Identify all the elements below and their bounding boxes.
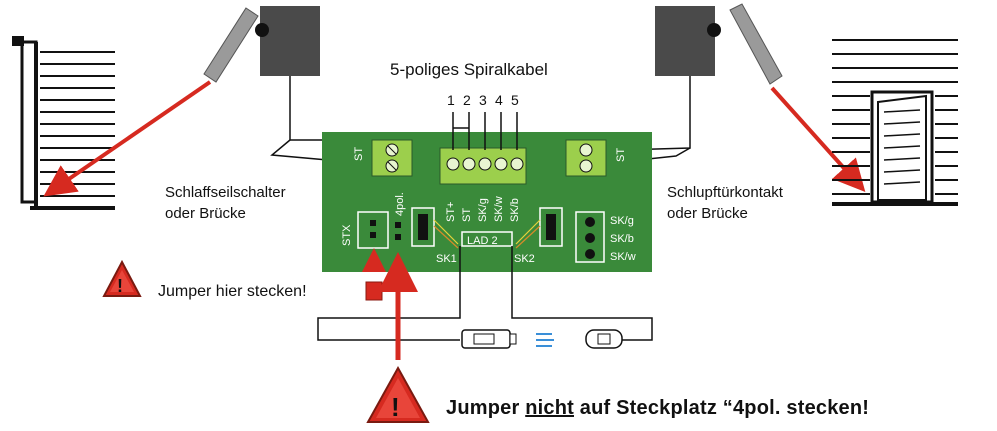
pin-label: 3 bbox=[479, 92, 487, 108]
left-terminal: ST bbox=[353, 139, 413, 177]
right-sk-block: SK/g SK/b SK/w bbox=[575, 211, 636, 263]
sk1-label: SK1 bbox=[436, 253, 457, 265]
pin-label: 1 bbox=[447, 92, 455, 108]
jumper-not-post: auf Steckplatz “4pol. stecken! bbox=[573, 397, 870, 419]
svg-text:!: ! bbox=[391, 392, 400, 422]
svg-text:SK/b: SK/b bbox=[610, 233, 634, 245]
svg-text:SK/b: SK/b bbox=[509, 198, 521, 222]
left-terminal-label: ST bbox=[353, 147, 365, 161]
light-barrier-receiver bbox=[585, 329, 623, 349]
right-terminal-label: ST bbox=[615, 148, 627, 162]
svg-text:!: ! bbox=[117, 276, 123, 296]
cable-title: 5-poliges Spiralkabel bbox=[390, 60, 548, 79]
svg-text:ST+: ST+ bbox=[445, 202, 457, 222]
stx-connector: STX bbox=[341, 211, 389, 249]
left-rolling-gate bbox=[12, 36, 115, 210]
left-switch-line2: oder Brücke bbox=[165, 205, 246, 222]
left-switch-line1: Schlaffseilschalter bbox=[165, 184, 286, 201]
warning-icon-small: ! bbox=[102, 259, 142, 297]
pin-label: 5 bbox=[511, 92, 519, 108]
left-switch-label: Schlaffseilschalter oder Brücke bbox=[165, 182, 286, 224]
spiral-cable-wires bbox=[452, 112, 518, 150]
center-terminal bbox=[439, 147, 527, 185]
light-barrier-cable bbox=[317, 246, 653, 341]
fourpol-slot: 4pol. bbox=[394, 192, 406, 240]
jumper-not-pre: Jumper bbox=[446, 397, 526, 419]
connector-labels: ST+ ST SK/g SK/w SK/b bbox=[445, 196, 521, 222]
right-terminal: ST bbox=[565, 139, 627, 177]
sk2-label: SK2 bbox=[514, 253, 535, 265]
right-switch-line2: oder Brücke bbox=[667, 205, 748, 222]
svg-text:SK/g: SK/g bbox=[477, 198, 489, 222]
svg-text:SK/w: SK/w bbox=[493, 196, 505, 222]
fourpol-label: 4pol. bbox=[394, 192, 406, 216]
stx-label: STX bbox=[341, 224, 353, 246]
light-barrier-sender bbox=[461, 329, 517, 349]
pin-label: 4 bbox=[495, 92, 503, 108]
left-motor bbox=[43, 6, 320, 197]
jumper-not-emph: nicht bbox=[525, 397, 574, 419]
jumper-not-label: Jumper nicht auf Steckplatz “4pol. steck… bbox=[446, 397, 869, 420]
pin-label: 2 bbox=[463, 92, 471, 108]
svg-text:SK/g: SK/g bbox=[610, 215, 634, 227]
warning-icon-large: ! bbox=[366, 365, 430, 423]
right-motor bbox=[655, 3, 866, 192]
jumper-here-label: Jumper hier stecken! bbox=[158, 283, 307, 300]
sk2-connector bbox=[539, 207, 563, 247]
light-beam-icon bbox=[536, 333, 554, 347]
board-name: LAD 2 bbox=[467, 235, 498, 247]
control-board: ST ST STX 4pol. bbox=[322, 132, 652, 272]
svg-text:ST: ST bbox=[461, 208, 473, 222]
right-switch-label: Schlupftürkontakt oder Brücke bbox=[667, 182, 783, 224]
svg-text:SK/w: SK/w bbox=[610, 251, 636, 263]
sk1-connector bbox=[411, 207, 435, 247]
right-switch-line1: Schlupftürkontakt bbox=[667, 184, 783, 201]
right-gate-with-door bbox=[832, 39, 958, 206]
